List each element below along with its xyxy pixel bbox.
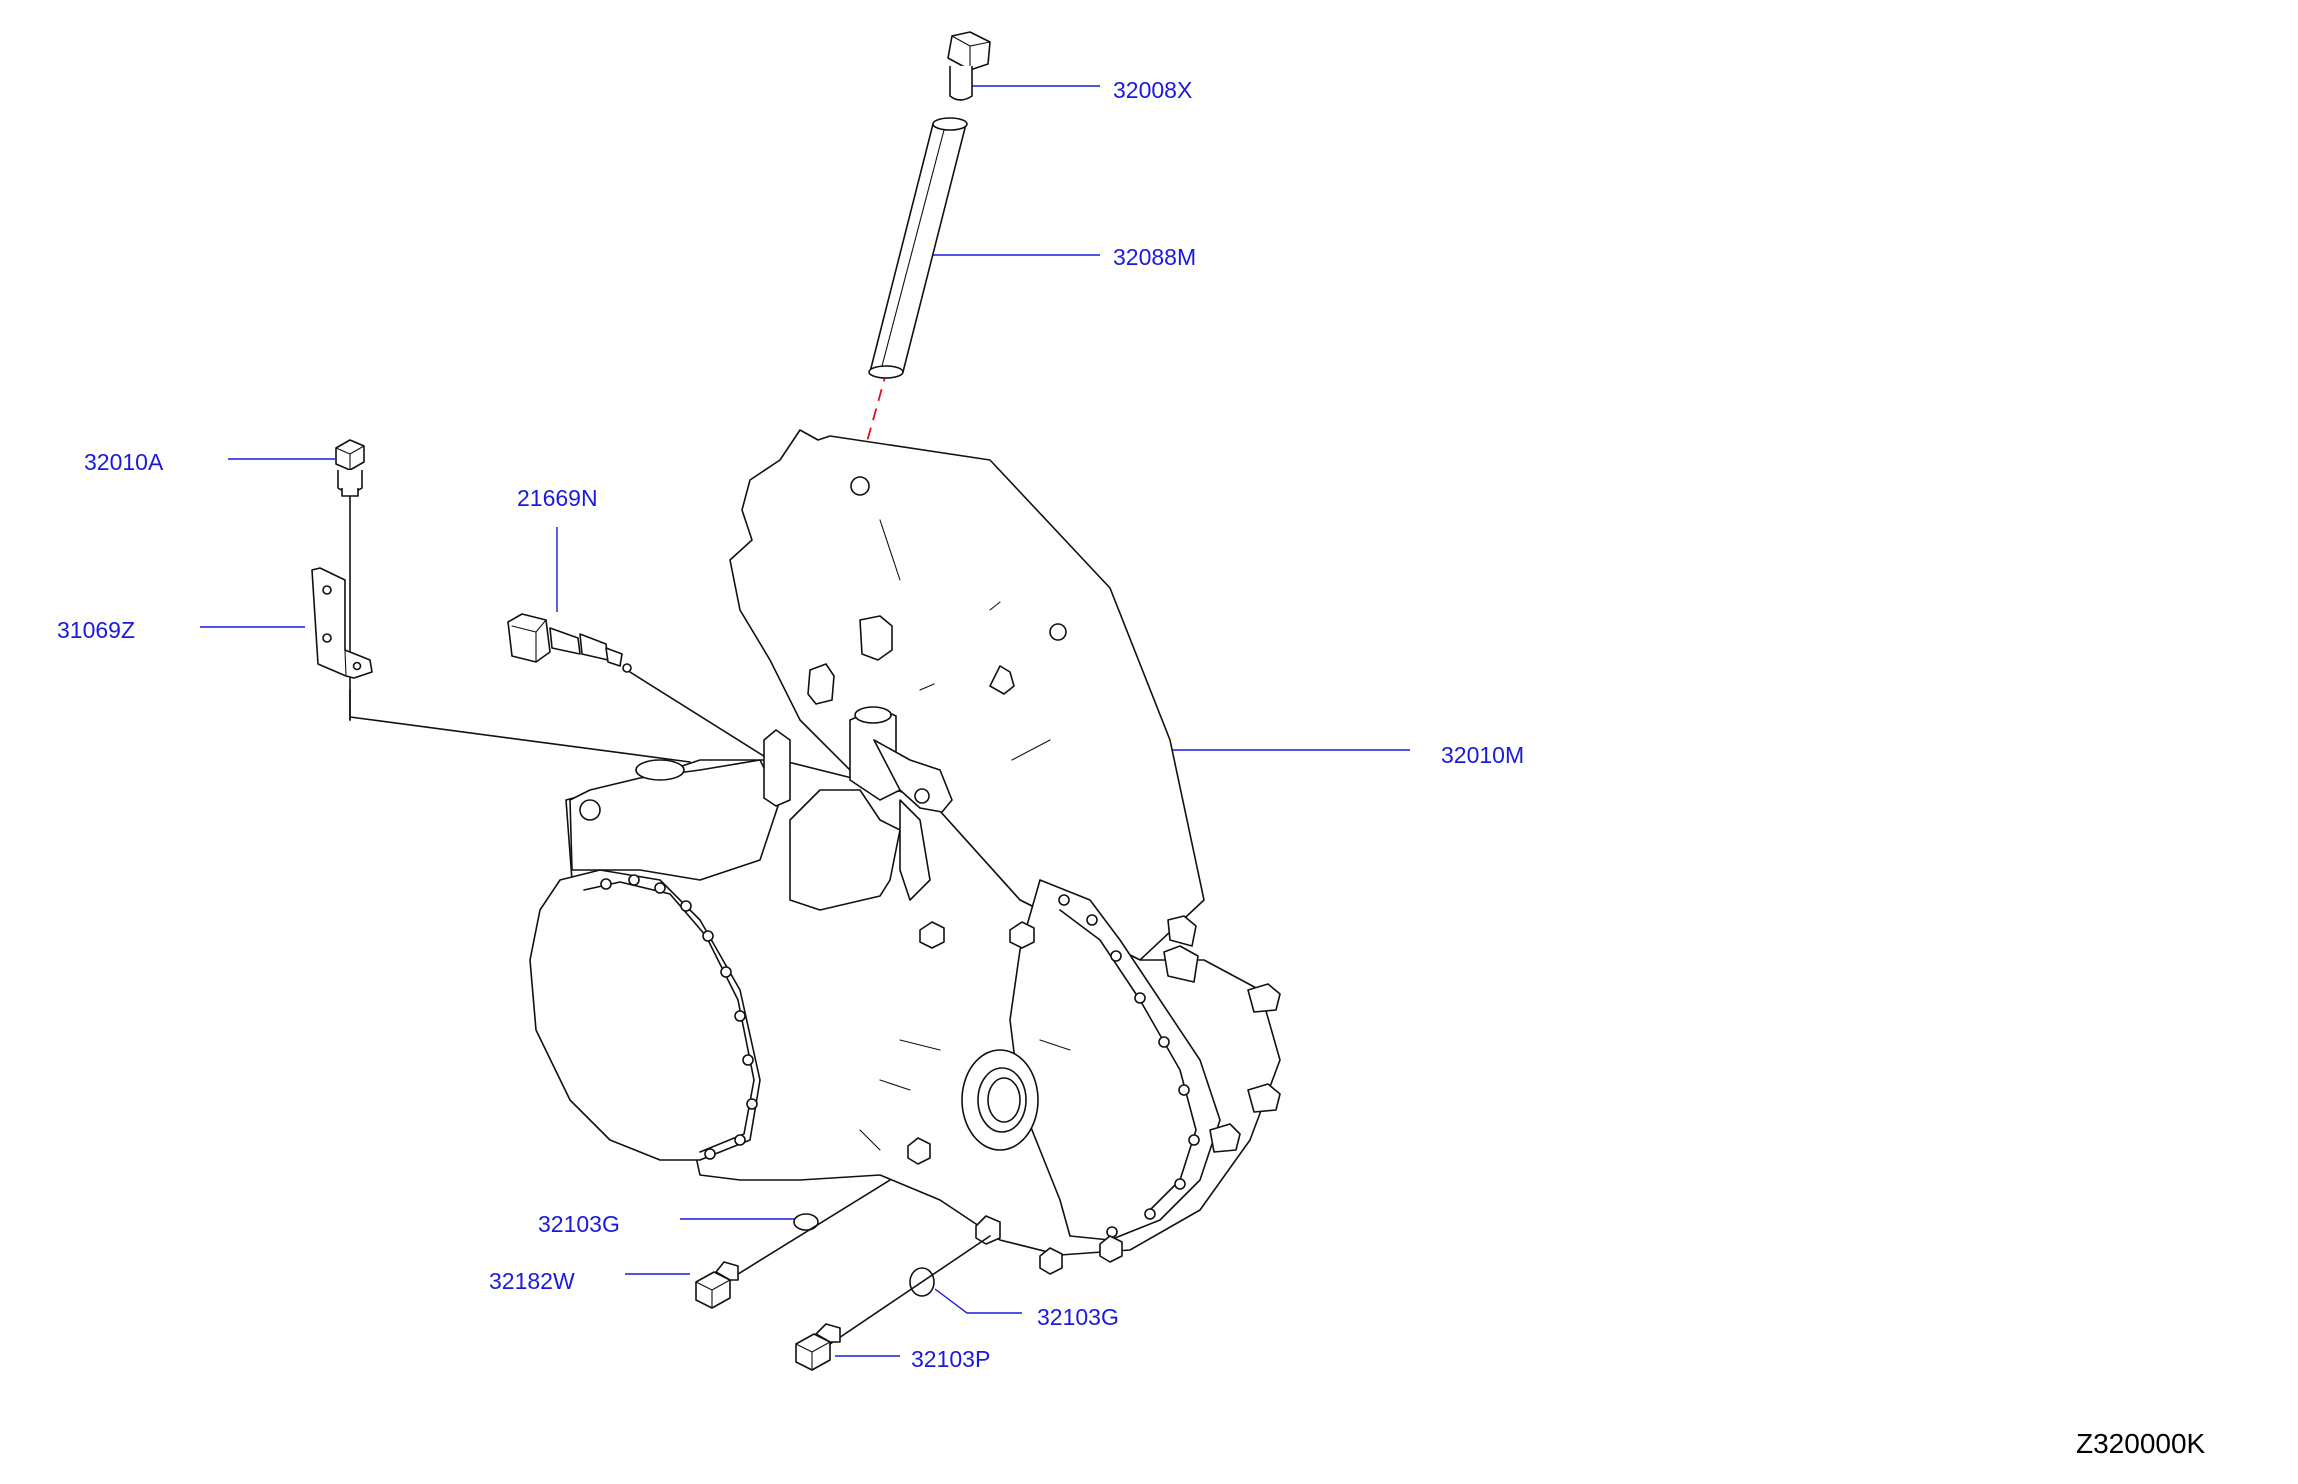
callout-31069Z[interactable]: 31069Z	[57, 617, 136, 643]
bolt-32010A	[335, 439, 365, 721]
callout-32103G[interactable]: 32103G	[1037, 1304, 1119, 1330]
cap-bolt-32008X	[947, 31, 991, 101]
plug-bolt-32182W	[695, 1261, 739, 1309]
transmission-case-32010M	[529, 429, 1281, 1275]
diagram-id: Z320000K	[2076, 1428, 2206, 1459]
callout-32103P[interactable]: 32103P	[911, 1346, 991, 1372]
drain-axis-upper	[721, 1179, 891, 1285]
dipstick-tube-32088M	[868, 117, 968, 379]
callout-32103G[interactable]: 32103G	[538, 1211, 620, 1237]
callout-32010M[interactable]: 32010M	[1441, 742, 1525, 768]
callout-32010A[interactable]: 32010A	[84, 449, 164, 475]
drain-axis-lower	[829, 1235, 991, 1345]
plug-32103P	[795, 1323, 841, 1371]
sensor-21669N	[507, 613, 771, 761]
leader-lines	[200, 85, 1410, 1357]
callout-32182W[interactable]: 32182W	[489, 1268, 575, 1294]
washer-32103G-upper	[793, 1213, 819, 1231]
leader-32103G-lower	[934, 1288, 1022, 1314]
callout-21669N[interactable]: 21669N	[517, 485, 598, 511]
callout-32008X[interactable]: 32008X	[1113, 77, 1193, 103]
harness-wire	[349, 689, 691, 763]
callout-32088M[interactable]: 32088M	[1113, 244, 1197, 270]
bracket-31069Z	[311, 567, 373, 721]
